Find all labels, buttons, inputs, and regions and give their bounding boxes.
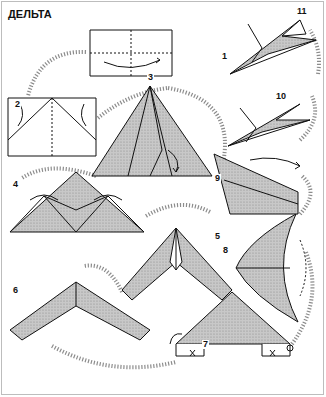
step-number: 6: [12, 286, 19, 295]
step-number: 7: [202, 340, 209, 349]
step-number: 8: [222, 246, 229, 255]
step-number: 10: [275, 92, 287, 101]
step-number: 4: [12, 180, 19, 189]
step-number: 2: [14, 100, 21, 109]
step-number: 9: [214, 174, 221, 183]
step-number: 5: [214, 232, 221, 241]
step-number: 1: [221, 52, 228, 61]
title: ДЕЛЬТА: [8, 9, 52, 20]
step-number: 3: [147, 73, 154, 82]
step-number: 11: [296, 7, 308, 16]
